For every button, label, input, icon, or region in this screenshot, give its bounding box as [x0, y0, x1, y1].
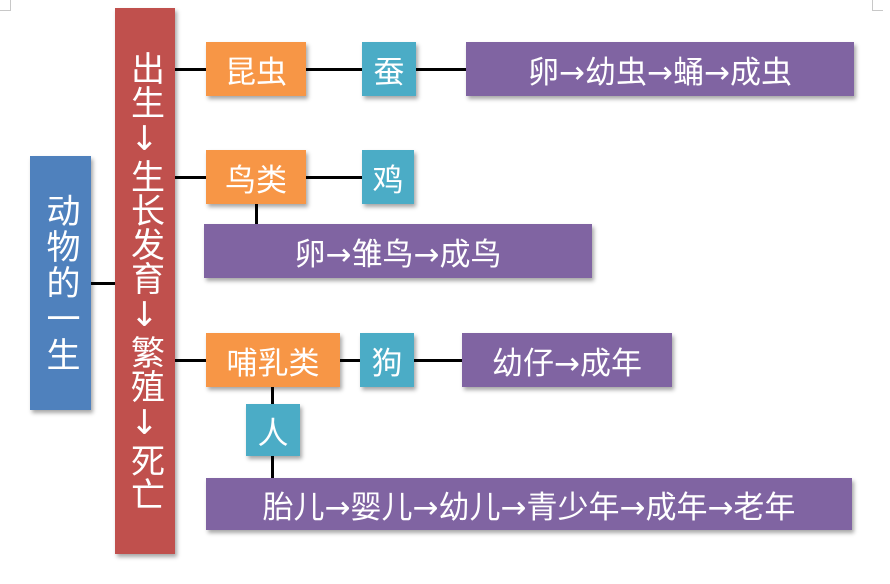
chicken-example-label: 鸡: [372, 162, 404, 199]
human-life-cycle-label: 胎儿→婴儿→幼儿→青少年→成年→老年: [262, 489, 796, 526]
connector-insects-silkworm: [306, 68, 362, 71]
life-stages-node: 出生↓生长发育↓繁殖↓死亡: [115, 8, 175, 554]
insects-category-label: 昆虫: [225, 54, 287, 91]
bird-life-cycle-node: 卵→雏鸟→成鸟: [204, 224, 592, 278]
silkworm-example-label: 蚕: [373, 54, 405, 91]
dog-example-label: 狗: [371, 345, 403, 382]
insect-life-cycle-node: 卵→幼虫→蛹→成虫: [466, 42, 854, 96]
life-stages-label: 出生↓生长发育↓繁殖↓死亡: [124, 51, 165, 511]
birds-category-node: 鸟类: [206, 150, 306, 204]
connector-stages-insects: [175, 68, 206, 71]
root-node-label: 动物的一生: [40, 193, 80, 373]
connector-human-cycle: [271, 456, 274, 478]
birds-category-label: 鸟类: [225, 162, 287, 199]
chicken-example-node: 鸡: [362, 150, 414, 204]
root-node: 动物的一生: [30, 156, 91, 410]
human-example-label: 人: [257, 415, 289, 452]
insects-category-node: 昆虫: [206, 42, 306, 96]
silkworm-example-node: 蚕: [362, 42, 416, 96]
connector-mammals-dog: [340, 359, 360, 362]
insect-life-cycle-label: 卵→幼虫→蛹→成虫: [528, 54, 792, 91]
human-example-node: 人: [246, 404, 300, 456]
connector-silkworm-cycle: [416, 68, 466, 71]
connector-mammals-human: [271, 387, 274, 404]
mammals-category-node: 哺乳类: [206, 333, 340, 387]
connector-birds-chicken: [306, 176, 362, 179]
connector-stages-birds: [175, 176, 206, 179]
connector-stages-mammals: [175, 359, 206, 362]
mammals-category-label: 哺乳类: [226, 345, 320, 382]
dog-life-cycle-node: 幼仔→成年: [462, 333, 672, 387]
connector-root-stages: [91, 282, 115, 285]
connector-birds-cycle: [255, 204, 258, 224]
dog-life-cycle-label: 幼仔→成年: [492, 345, 642, 382]
crop-mark-top-left: [0, 0, 11, 11]
bird-life-cycle-label: 卵→雏鸟→成鸟: [294, 236, 502, 273]
human-life-cycle-node: 胎儿→婴儿→幼儿→青少年→成年→老年: [206, 478, 852, 530]
crop-mark-top-right: [872, 0, 883, 11]
dog-example-node: 狗: [360, 333, 414, 387]
connector-dog-cycle: [414, 359, 462, 362]
